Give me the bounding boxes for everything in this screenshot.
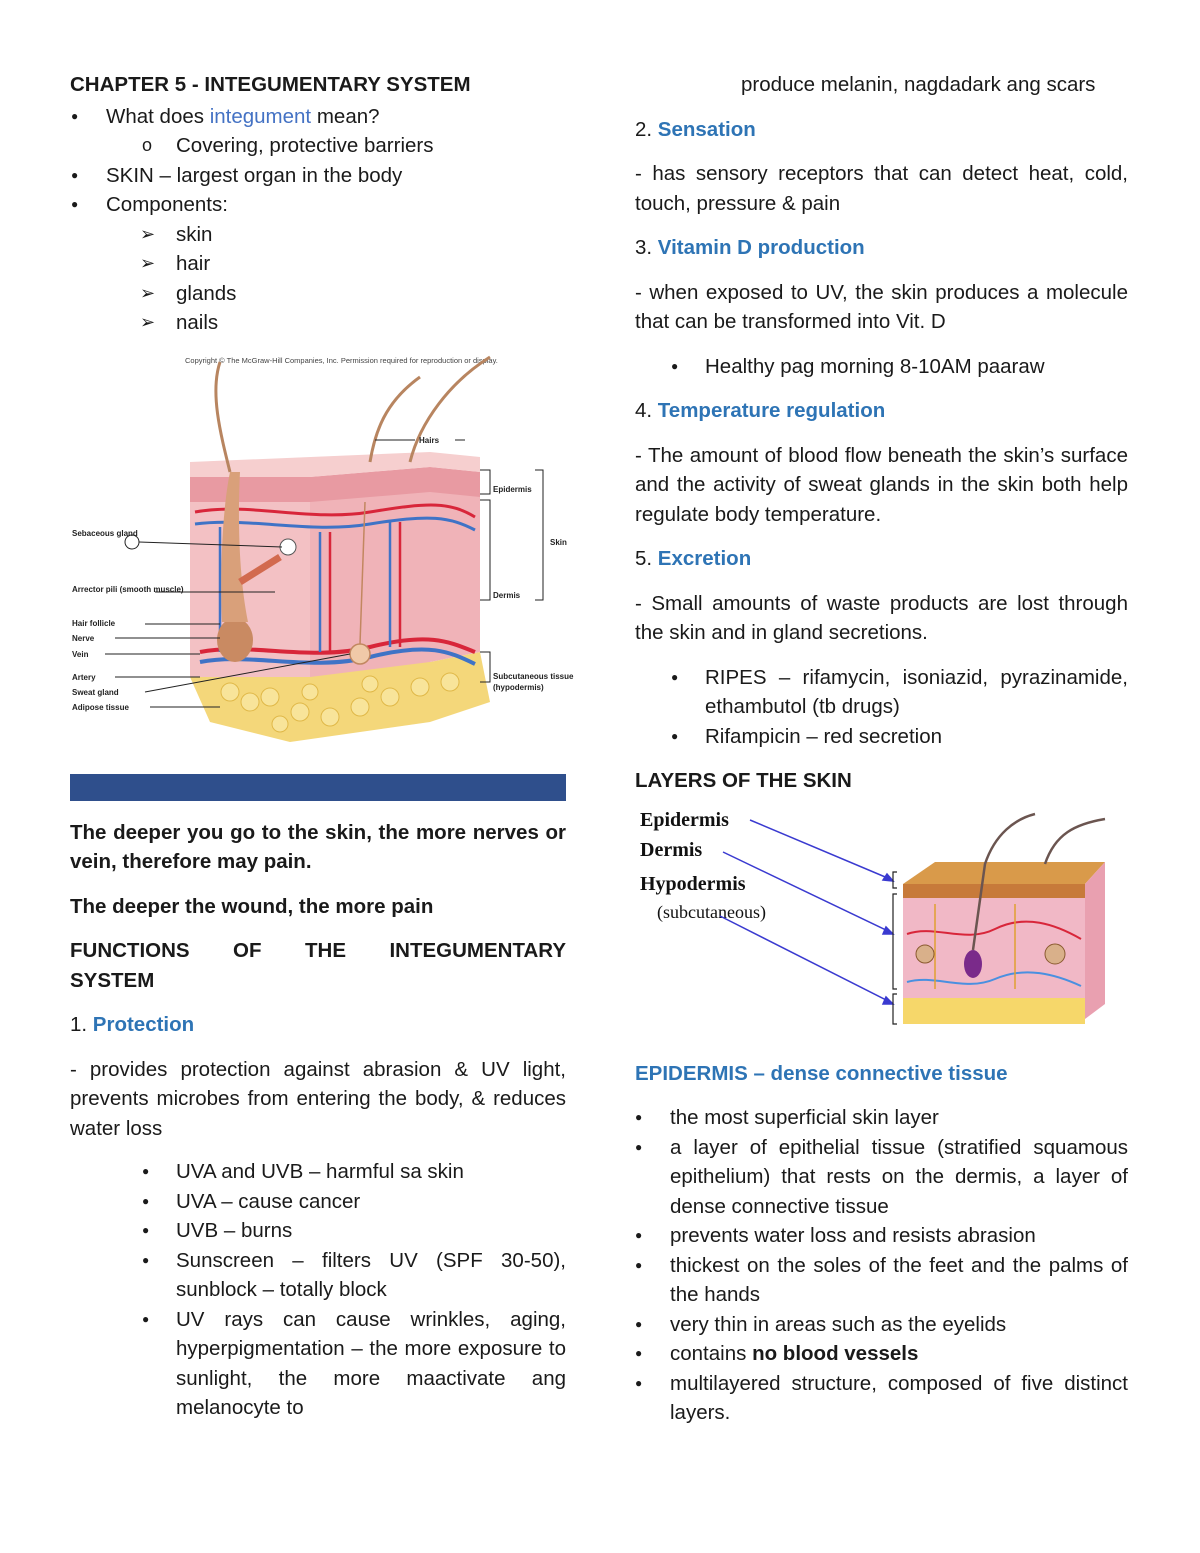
function-2-heading: 2. Sensation bbox=[635, 117, 756, 141]
label-epidermis: Epidermis bbox=[493, 485, 532, 494]
list-item: UVB – burns bbox=[70, 1216, 566, 1246]
right-column: produce melanin, nagdadark ang scars 2. … bbox=[635, 70, 1128, 1428]
blue-divider-banner bbox=[70, 773, 566, 801]
label-hair-follicle: Hair follicle bbox=[72, 619, 116, 628]
list-item: prevents water loss and resists abrasion bbox=[635, 1221, 1128, 1251]
function-5-description: - Small amounts of waste products are lo… bbox=[635, 591, 1128, 645]
label-sebaceous-gland: Sebaceous gland bbox=[72, 529, 138, 538]
continued-text: produce melanin, nagdadark ang scars bbox=[741, 73, 1096, 96]
function-1-bullets: UVA and UVB – harmful sa skin UVA – caus… bbox=[70, 1157, 566, 1423]
epidermis-bullets: the most superficial skin layer a layer … bbox=[635, 1103, 1128, 1428]
list-item: skin bbox=[70, 220, 566, 250]
list-item: Covering, protective barriers bbox=[70, 131, 566, 161]
fig2-label-dermis: Dermis bbox=[640, 839, 702, 861]
sebaceous-gland-shape bbox=[279, 538, 297, 555]
fig2-hair-strand bbox=[971, 812, 1036, 950]
list-item: RIPES – rifamycin, isoniazid, pyrazinami… bbox=[635, 663, 1128, 722]
integument-link[interactable]: integument bbox=[209, 104, 312, 128]
skin-layers-figure: Epidermis Dermis Hypodermis (subcutaneou… bbox=[640, 809, 1106, 1025]
function-2-description: - has sensory receptors that can detect … bbox=[635, 162, 1128, 215]
label-subcutaneous: Subcutaneous tissue bbox=[493, 672, 574, 681]
layers-heading: LAYERS OF THE SKIN bbox=[635, 769, 852, 792]
list-item: UV rays can cause wrinkles, aging, hyper… bbox=[70, 1305, 566, 1423]
list-item: the most superficial skin layer bbox=[635, 1103, 1128, 1133]
list-item: What does integument mean? bbox=[70, 102, 566, 132]
function-3-bullets: Healthy pag morning 8-10AM paaraw bbox=[635, 352, 1128, 382]
intro-list: What does integument mean? Covering, pro… bbox=[70, 102, 566, 338]
function-4-description: - The amount of blood flow beneath the s… bbox=[635, 443, 1128, 526]
label-dermis: Dermis bbox=[493, 591, 521, 600]
figure-copyright: Copyright © The McGraw-Hill Companies, I… bbox=[185, 356, 498, 365]
hair-strand-2 bbox=[368, 375, 421, 462]
list-item: UVA – cause cancer bbox=[70, 1187, 566, 1217]
hair-strand-1 bbox=[214, 361, 232, 472]
deeper-note-2: The deeper the wound, the more pain bbox=[70, 894, 434, 918]
list-item: contains no blood vessels bbox=[635, 1339, 1128, 1369]
hair-strand-3 bbox=[408, 355, 491, 462]
fig2-hair-bulb bbox=[964, 949, 982, 978]
label-sweat-gland: Sweat gland bbox=[72, 688, 119, 697]
epidermis-heading: EPIDERMIS – dense connective tissue bbox=[635, 1061, 1008, 1085]
epidermis-top bbox=[190, 451, 480, 477]
label-vein: Vein bbox=[72, 650, 89, 659]
list-item: Rifampicin – red secretion bbox=[635, 722, 1128, 752]
label-nerve: Nerve bbox=[72, 634, 95, 643]
label-hairs: Hairs bbox=[419, 436, 440, 445]
list-item: UVA and UVB – harmful sa skin bbox=[70, 1157, 566, 1187]
function-5-heading: 5. Excretion bbox=[635, 547, 752, 570]
hair-bulb bbox=[217, 617, 253, 662]
arrector-pili-shape bbox=[238, 553, 282, 585]
label-arrector-pili: Arrector pili (smooth muscle) bbox=[72, 585, 184, 594]
list-item: multilayered structure, composed of five… bbox=[635, 1369, 1128, 1428]
function-1-description: - provides protection against abrasion &… bbox=[70, 1057, 566, 1140]
list-item: Components: bbox=[70, 190, 566, 220]
list-item: glands bbox=[70, 279, 566, 309]
function-3-description: - when exposed to UV, the skin produces … bbox=[635, 280, 1128, 334]
list-item: Sunscreen – filters UV (SPF 30-50), sunb… bbox=[70, 1246, 566, 1305]
fig2-label-epidermis: Epidermis bbox=[640, 809, 729, 831]
deeper-note-1: The deeper you go to the skin, the more … bbox=[70, 820, 566, 874]
label-artery: Artery bbox=[72, 673, 96, 682]
list-item: very thin in areas such as the eyelids bbox=[635, 1310, 1128, 1340]
skin-cross-section-figure: Copyright © The McGraw-Hill Companies, I… bbox=[72, 355, 574, 742]
list-item: nails bbox=[70, 308, 566, 338]
left-column: CHAPTER 5 - INTEGUMENTARY SYSTEM What do… bbox=[70, 70, 574, 1423]
epidermis-band bbox=[190, 466, 480, 502]
label-skin: Skin bbox=[550, 538, 567, 547]
chapter-title: CHAPTER 5 - INTEGUMENTARY SYSTEM bbox=[70, 73, 471, 96]
label-adipose-tissue: Adipose tissue bbox=[72, 703, 129, 712]
fig2-epidermis-top bbox=[903, 861, 1105, 884]
list-item: Healthy pag morning 8-10AM paaraw bbox=[635, 352, 1128, 382]
list-item: thickest on the soles of the feet and th… bbox=[635, 1251, 1128, 1310]
label-hypodermis: (hypodermis) bbox=[493, 683, 544, 692]
fig2-label-subcutaneous: (subcutaneous) bbox=[657, 902, 766, 923]
list-item: SKIN – largest organ in the body bbox=[70, 161, 566, 191]
sweat-gland-shape bbox=[349, 642, 371, 665]
list-item: a layer of epithelial tissue (stratified… bbox=[635, 1133, 1128, 1222]
function-4-heading: 4. Temperature regulation bbox=[635, 399, 886, 422]
fig2-label-hypodermis: Hypodermis bbox=[640, 873, 746, 895]
list-item: hair bbox=[70, 249, 566, 279]
function-5-bullets: RIPES – rifamycin, isoniazid, pyrazinami… bbox=[635, 663, 1128, 752]
functions-heading: FUNCTIONS OF THE INTEGUMENTARY SYSTEM bbox=[70, 939, 566, 992]
fig2-hypodermis bbox=[903, 997, 1085, 1024]
function-1-heading: 1. Protection bbox=[70, 1013, 195, 1036]
function-3-heading: 3. Vitamin D production bbox=[635, 236, 865, 259]
